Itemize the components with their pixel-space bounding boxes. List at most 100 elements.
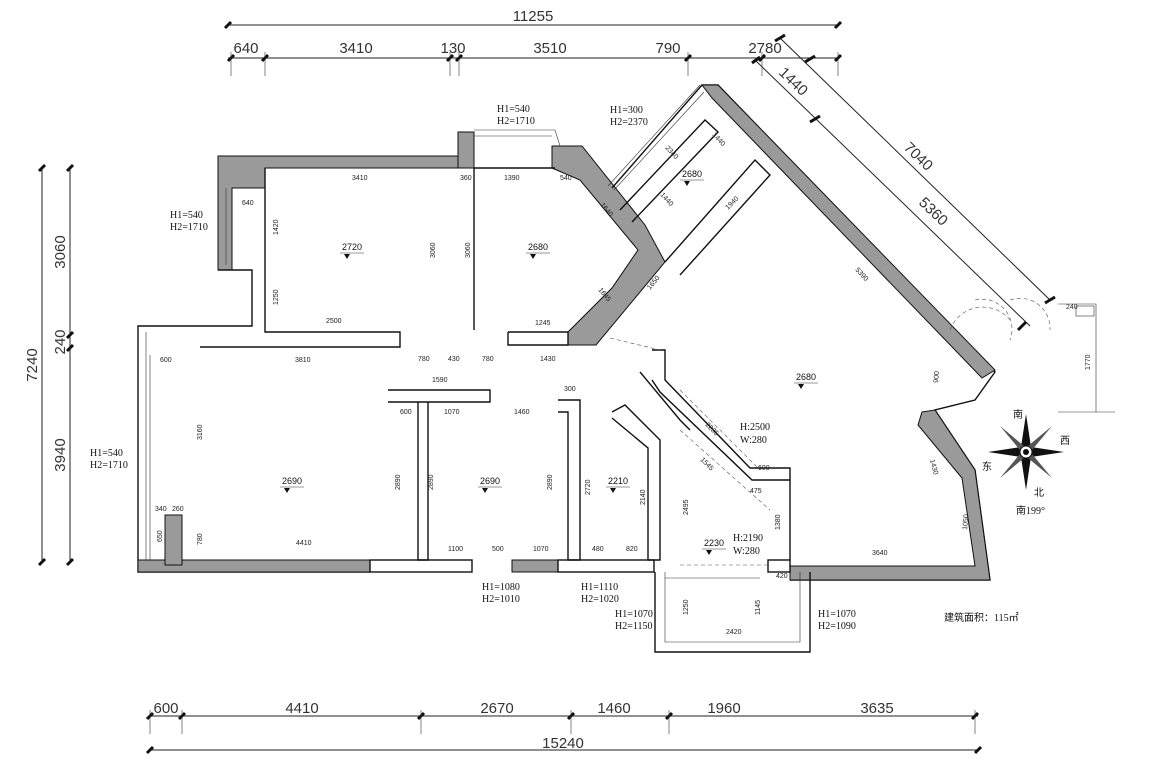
dim-1050: 1050 bbox=[962, 514, 970, 530]
dim-2890c: 2890 bbox=[547, 474, 554, 490]
left-dim-2: 240 bbox=[52, 329, 69, 354]
dim-1245: 1245 bbox=[535, 320, 551, 327]
window-note-2-h2: H2=2370 bbox=[610, 117, 648, 128]
dim-475: 475 bbox=[750, 488, 762, 495]
dim-1460: 1460 bbox=[514, 409, 530, 416]
bottom-dim-1: 600 bbox=[153, 700, 178, 717]
dim-1070a: 1070 bbox=[444, 409, 460, 416]
dim-780a: 780 bbox=[418, 356, 430, 363]
window-note-1-h1: H1=540 bbox=[497, 104, 530, 115]
svg-text:2210: 2210 bbox=[608, 476, 628, 486]
door-note-1-h: H:2500 bbox=[740, 422, 770, 433]
window-note-8-h2: H2=1090 bbox=[818, 621, 856, 632]
bottom-dimension-chain: 600 4410 2670 1460 1960 3635 15240 bbox=[145, 700, 983, 755]
window-note-3-h1: H1=540 bbox=[170, 210, 203, 221]
window-note-1-h2: H2=1710 bbox=[497, 116, 535, 127]
dim-1440b: 1440 bbox=[659, 192, 675, 208]
svg-text:2230: 2230 bbox=[704, 538, 724, 548]
dim-820: 820 bbox=[626, 546, 638, 553]
dim-3060a: 3060 bbox=[430, 242, 437, 258]
door-note-2-h: H:2190 bbox=[733, 533, 763, 544]
dim-1940: 1940 bbox=[724, 195, 740, 211]
dim-2720: 2720 bbox=[585, 479, 592, 495]
door-note-1-w: W:280 bbox=[740, 435, 767, 446]
top-total-dim: 11255 bbox=[513, 8, 554, 25]
room-marker-3: 2680 bbox=[680, 169, 704, 186]
svg-text:2680: 2680 bbox=[796, 372, 816, 382]
room-height-markers: 2720 2680 2680 2680 2690 2690 2210 2230 bbox=[280, 169, 818, 555]
dim-300: 300 bbox=[564, 386, 576, 393]
dim-2140: 2140 bbox=[640, 489, 647, 505]
dim-780b: 780 bbox=[482, 356, 494, 363]
dim-1380: 1380 bbox=[775, 514, 782, 530]
top-dim-5: 790 bbox=[655, 40, 680, 57]
dim-1390: 1390 bbox=[504, 175, 520, 182]
dim-1430a: 1430 bbox=[540, 356, 556, 363]
dim-900: 900 bbox=[933, 371, 941, 383]
left-dimension-chain: 7240 3060 240 3940 bbox=[24, 163, 75, 567]
dim-1250b: 1250 bbox=[683, 599, 690, 615]
dim-2890a: 2890 bbox=[395, 474, 402, 490]
left-dim-1: 3060 bbox=[52, 235, 69, 268]
dim-3410: 3410 bbox=[352, 175, 368, 182]
compass-south: 南 bbox=[1013, 408, 1023, 421]
top-dimension-chain: 11255 640 3410 130 3510 790 2780 bbox=[223, 8, 843, 76]
right-annex: 240 1770 bbox=[1058, 303, 1115, 413]
dim-650: 650 bbox=[157, 530, 164, 542]
compass-north: 北 bbox=[1034, 487, 1044, 499]
room-marker-2: 2680 bbox=[526, 242, 550, 259]
dim-360: 360 bbox=[460, 175, 472, 182]
exterior-walls bbox=[137, 84, 996, 653]
top-dim-4: 3510 bbox=[533, 40, 566, 57]
dim-3640: 3640 bbox=[872, 550, 888, 557]
dim-3160: 3160 bbox=[197, 424, 204, 440]
window-note-4-h2: H2=1710 bbox=[90, 460, 128, 471]
dim-500: 500 bbox=[492, 546, 504, 553]
dim-540: 540 bbox=[560, 175, 572, 182]
dim-600b: 600 bbox=[400, 409, 412, 416]
room-marker-4: 2680 bbox=[794, 372, 818, 389]
room-marker-7: 2210 bbox=[606, 476, 630, 493]
bottom-dim-2: 4410 bbox=[285, 700, 318, 717]
dashed-guides bbox=[609, 297, 1051, 566]
dim-780c: 780 bbox=[197, 533, 204, 545]
diag-dim-1440: 1440 bbox=[775, 64, 811, 99]
annex-dim-1770: 1770 bbox=[1085, 354, 1092, 370]
dim-4410: 4410 bbox=[296, 540, 312, 547]
bottom-dim-5: 1960 bbox=[707, 700, 740, 717]
dim-3810: 3810 bbox=[295, 357, 311, 364]
window-note-6-h2: H2=1020 bbox=[581, 594, 619, 605]
window-note-7-h1: H1=1070 bbox=[615, 609, 653, 620]
window-notes: H1=540 H2=1710 H1=300 H2=2370 H1=540 H2=… bbox=[90, 104, 856, 632]
dim-1430b: 1430 bbox=[928, 459, 939, 476]
top-dim-6: 2780 bbox=[748, 40, 781, 57]
bottom-dim-6: 3635 bbox=[860, 700, 893, 717]
room-marker-1: 2720 bbox=[340, 242, 364, 259]
compass-east: 东 bbox=[982, 460, 992, 473]
dim-1100: 1100 bbox=[448, 546, 463, 553]
dim-640: 640 bbox=[242, 200, 254, 207]
svg-text:2680: 2680 bbox=[682, 169, 702, 179]
room-marker-8: 2230 bbox=[702, 538, 726, 555]
svg-text:2690: 2690 bbox=[480, 476, 500, 486]
dim-3060b: 3060 bbox=[465, 242, 472, 258]
window-note-4-h1: H1=540 bbox=[90, 448, 123, 459]
window-note-5-h1: H1=1080 bbox=[482, 582, 520, 593]
bottom-dim-4: 1460 bbox=[597, 700, 630, 717]
dim-1145: 1145 bbox=[755, 600, 762, 615]
bottom-dim-3: 2670 bbox=[480, 700, 513, 717]
top-dim-2: 3410 bbox=[339, 40, 372, 57]
svg-text:2690: 2690 bbox=[282, 476, 302, 486]
dim-1440a: 1440 bbox=[711, 132, 727, 148]
dim-2890b: 2890 bbox=[428, 474, 435, 490]
bottom-total-dim: 15240 bbox=[542, 735, 584, 752]
top-dim-1: 640 bbox=[233, 40, 258, 57]
top-dim-3: 130 bbox=[440, 40, 465, 57]
room-marker-6: 2690 bbox=[478, 476, 502, 493]
diag-dim-7040: 7040 bbox=[900, 139, 936, 174]
window-note-6-h1: H1=1110 bbox=[581, 582, 618, 593]
dim-1420: 1420 bbox=[273, 219, 280, 235]
dim-1070b: 1070 bbox=[533, 546, 549, 553]
dim-5390: 5390 bbox=[854, 267, 870, 283]
